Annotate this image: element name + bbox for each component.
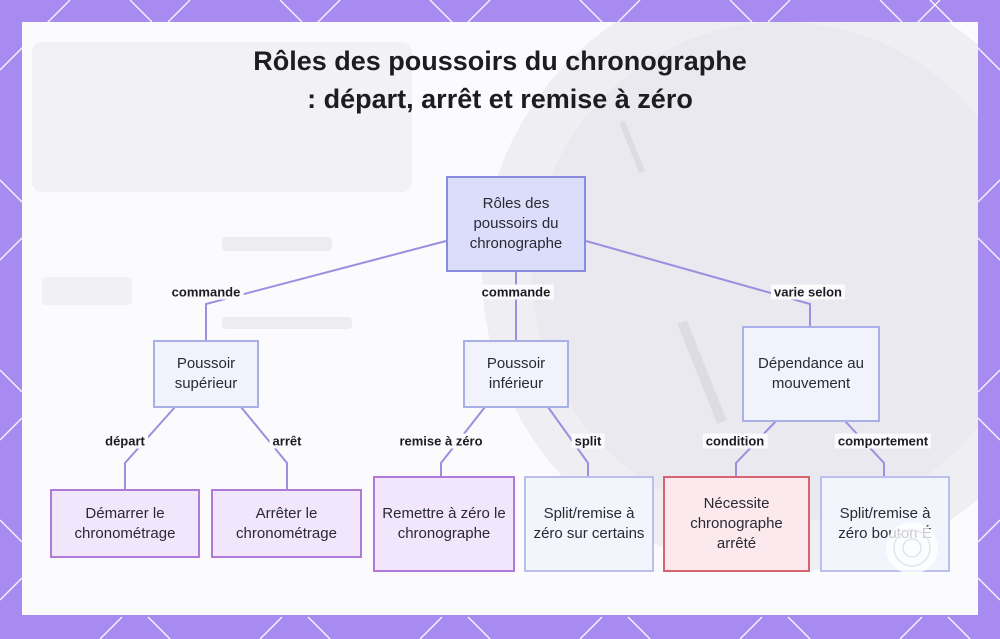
edge-label-start: départ (102, 433, 148, 449)
edge-label-split: split (571, 433, 605, 449)
title-line-2: : départ, arrêt et remise à zéro (307, 84, 693, 114)
node-bottom-pusher-label: Poussoir inférieur (486, 355, 546, 392)
edge-label-root-top: commande (168, 284, 244, 300)
node-root: Rôles des poussoirs du chronographe (446, 176, 586, 272)
diagram-title: Rôles des poussoirs du chronographe : dé… (100, 42, 900, 118)
node-stop-label: Arrêter le chronométrage (236, 504, 337, 542)
node-top-pusher-label: Poussoir supérieur (174, 355, 238, 392)
edge-label-behavior: comportement (834, 433, 932, 449)
edge-label-condition: condition (702, 433, 768, 449)
node-requires-stop: Nécessite chronographe arrêté (663, 476, 810, 572)
edge-top-start (124, 406, 176, 489)
node-bottom-pusher: Poussoir inférieur (463, 340, 569, 408)
node-root-label: Rôles des poussoirs du chronographe (469, 195, 563, 252)
edge-root-movement (585, 240, 811, 326)
watermark-logo (886, 522, 938, 574)
edge-movement-condition (735, 420, 777, 476)
node-movement: Dépendance au mouvement (742, 326, 880, 422)
node-split-some-label: Split/remise à zéro sur certains (533, 505, 645, 542)
edge-bottom-reset (440, 406, 486, 476)
node-reset: Remettre à zéro le chronographe (373, 476, 515, 572)
edge-bottom-split (547, 406, 589, 476)
node-start: Démarrer le chronométrage (50, 489, 200, 558)
edge-movement-behavior (844, 420, 885, 476)
node-stop: Arrêter le chronométrage (211, 489, 362, 558)
node-reset-label: Remettre à zéro le chronographe (382, 505, 506, 542)
node-split-some: Split/remise à zéro sur certains (524, 476, 654, 572)
edge-label-reset: remise à zéro (396, 433, 486, 449)
edge-top-stop (240, 406, 288, 489)
edge-label-root-movement: varie selon (771, 284, 845, 300)
edge-label-stop: arrêt (269, 433, 305, 449)
node-top-pusher: Poussoir supérieur (153, 340, 259, 408)
node-start-label: Démarrer le chronométrage (74, 504, 176, 542)
node-requires-stop-label: Nécessite chronographe arrêté (690, 495, 783, 552)
edge-root-top (205, 240, 447, 340)
background-watch-image (32, 22, 978, 572)
node-split-button: Split/remise à zéro bouton É (820, 476, 950, 572)
title-line-1: Rôles des poussoirs du chronographe (253, 46, 747, 76)
edge-label-root-bottom: commande (478, 284, 554, 300)
node-movement-label: Dépendance au mouvement (758, 355, 864, 392)
